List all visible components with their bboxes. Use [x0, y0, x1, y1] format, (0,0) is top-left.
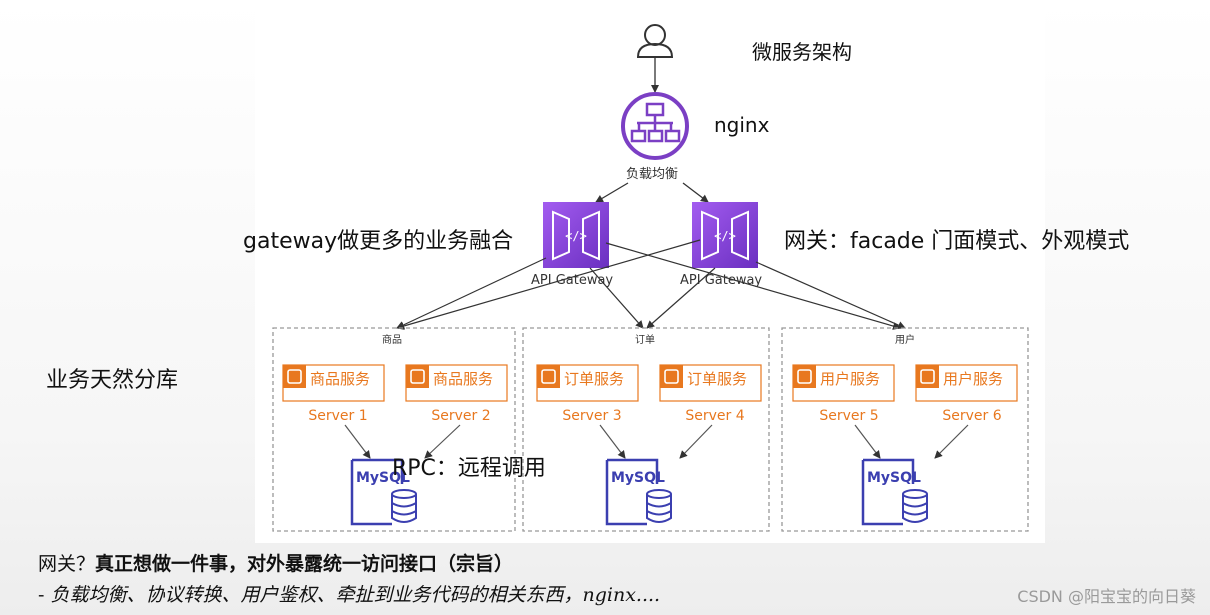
nginx-to-gateway1-arrow: [595, 182, 629, 203]
service-box: 用户服务 Server 6: [915, 364, 1018, 424]
db-access-arrows: [344, 424, 969, 459]
group-title: 订单: [635, 334, 655, 346]
diagram-title: 微服务架构: [752, 40, 852, 64]
service-box: 订单服务 Server 4: [659, 364, 762, 424]
list-items: 负载均衡、协议转换、用户鉴权、牵扯到业务代码的相关东西，: [50, 584, 583, 606]
svg-text:订单服务: 订单服务: [564, 370, 624, 388]
api-gateway-2-icon: </>: [692, 202, 758, 268]
group-container-users: [781, 327, 1029, 532]
mysql-database-icon: MySQL: [861, 458, 928, 526]
gateway-purpose-note: 网关？真正想做一件事，对外暴露统一访问接口（宗旨）: [38, 549, 513, 576]
server-label: Server 6: [942, 408, 1001, 424]
server-label: Server 4: [685, 408, 744, 424]
api-gateway-2-label: API Gateway: [680, 273, 763, 288]
nginx-to-gateway2-arrow: [682, 182, 709, 203]
svg-text:MySQL: MySQL: [356, 470, 410, 486]
svg-text:MySQL: MySQL: [611, 470, 665, 486]
svg-text:用户服务: 用户服务: [943, 370, 1003, 388]
server-label: Server 1: [308, 408, 367, 424]
service-box: 订单服务 Server 3: [536, 364, 639, 424]
service-box: 商品服务 Server 1: [282, 364, 385, 424]
service-box: 用户服务 Server 5: [792, 364, 895, 424]
gateway-routing-arrows: [396, 239, 906, 330]
gateway-note: gateway做更多的业务融合: [243, 229, 514, 254]
diagram-panel: [255, 8, 1045, 543]
group-title: 用户: [895, 333, 915, 346]
rpc-note: RPC：远程调用: [392, 456, 546, 481]
svg-text:用户服务: 用户服务: [820, 370, 880, 388]
svg-text:订单服务: 订单服务: [687, 370, 747, 388]
api-gateway-1-label: API Gateway: [531, 273, 614, 288]
user-icon: [636, 24, 674, 58]
group-container-orders: [522, 327, 770, 532]
svg-text:</>: </>: [565, 229, 587, 243]
note-prefix: 网关？: [38, 553, 96, 575]
service-box: 商品服务 Server 2: [405, 364, 508, 424]
mysql-database-icon: MySQL: [605, 458, 672, 526]
nginx-label: nginx: [714, 113, 770, 137]
svg-text:商品服务: 商品服务: [433, 370, 493, 388]
group-container-goods: [272, 327, 516, 532]
svg-text:MySQL: MySQL: [867, 470, 921, 486]
gateway-role-note: 网关：facade 门面模式、外观模式: [784, 229, 1130, 254]
server-label: Server 5: [819, 408, 878, 424]
load-balance-label: 负载均衡: [626, 167, 679, 182]
watermark: CSDN @阳宝宝的向日葵: [1017, 587, 1196, 606]
note-emphasis: 真正想做一件事，对外暴露统一访问接口（宗旨）: [95, 553, 514, 575]
svg-text:</>: </>: [714, 229, 736, 243]
mysql-database-icon: MySQL: [350, 458, 417, 526]
group-title: 商品: [382, 333, 402, 346]
server-label: Server 3: [562, 408, 621, 424]
server-label: Server 2: [431, 408, 490, 424]
list-suffix: nginx....: [582, 584, 661, 606]
gateway-features-note: - 负载均衡、协议转换、用户鉴权、牵扯到业务代码的相关东西，nginx....: [38, 580, 660, 607]
api-gateway-1-icon: </>: [543, 202, 609, 268]
svg-text:商品服务: 商品服务: [310, 370, 370, 388]
list-prefix: -: [38, 584, 51, 606]
load-balancer-icon: [621, 92, 689, 160]
db-split-note: 业务天然分库: [46, 368, 179, 393]
